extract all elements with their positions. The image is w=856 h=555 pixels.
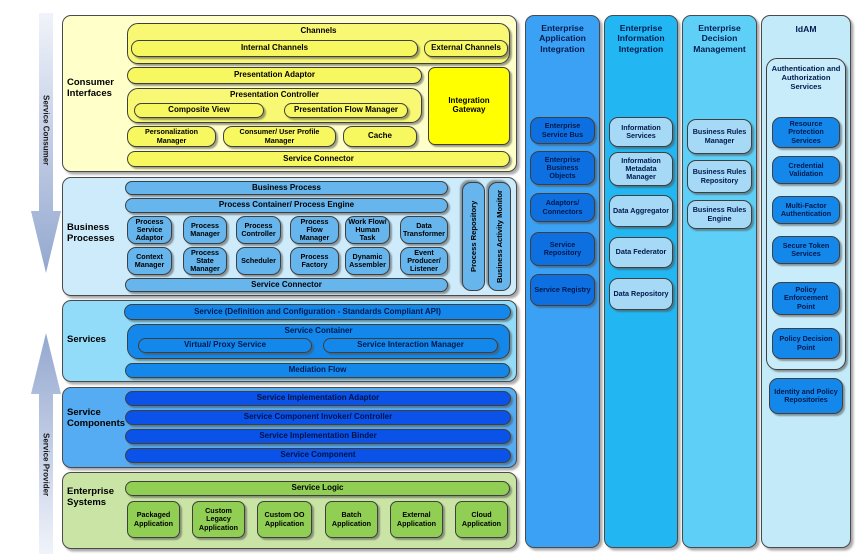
service-component-invoker-controller-bar: Service Component Invoker/ Controller	[125, 410, 511, 425]
service-interaction-manager-box: Service Interaction Manager	[323, 338, 498, 353]
presentation-adaptor-bar: Presentation Adaptor	[127, 67, 422, 84]
service-implementation-binder-bar: Service Implementation Binder	[125, 429, 511, 444]
batch-application-box: Batch Application	[325, 501, 378, 538]
consumer-user-profile-manager-box: Consumer/ User Profile Manager	[223, 126, 336, 147]
enterprise-business-objects-box: Enterprise Business Objects	[530, 151, 595, 185]
business-processes-label: Business Processes	[67, 222, 115, 245]
information-services-box: Information Services	[609, 117, 673, 147]
service-repository-box: Service Repository	[530, 232, 595, 266]
adaptors-connectors-box: Adaptors/ Connectors	[530, 193, 595, 222]
bp-service-connector-bar: Service Connector	[125, 278, 448, 292]
internal-channels-box: Internal Channels	[131, 40, 418, 57]
cache-box: Cache	[343, 126, 417, 147]
business-rules-engine-box: Business Rules Engine	[687, 200, 752, 229]
eii-column-title: Enterprise Information Integration	[617, 23, 665, 54]
virtual-proxy-service-box: Virtual/ Proxy Service	[138, 338, 312, 353]
presentation-flow-manager-box: Presentation Flow Manager	[284, 103, 408, 118]
external-application-box: External Application	[390, 501, 443, 538]
service-registry-box: Service Registry	[530, 274, 595, 306]
process-controller-box: Process Controller	[236, 216, 281, 244]
process-repository-box: Process Repository	[462, 182, 485, 291]
ci-service-connector-bar: Service Connector	[127, 151, 510, 167]
business-rules-repository-box: Business Rules Repository	[687, 160, 752, 193]
process-container-bar: Process Container/ Process Engine	[125, 198, 448, 213]
data-transformer-box: Data Transformer	[400, 216, 448, 244]
custom-oo-application-box: Custom OO Application	[257, 501, 312, 538]
data-federator-box: Data Federator	[609, 237, 673, 268]
business-process-bar: Business Process	[125, 181, 448, 195]
service-consumer-arrow-label: Service Consumer	[41, 94, 51, 166]
integration-gateway-box: Integration Gateway	[428, 67, 510, 145]
policy-enforcement-point-box: Policy Enforcement Point	[772, 282, 840, 315]
resource-protection-services-box: Resource Protection Services	[772, 117, 840, 148]
edm-column	[682, 15, 757, 548]
composite-view-box: Composite View	[134, 103, 264, 118]
auth-services-container-title: Authentication and Authorization Service…	[771, 64, 841, 92]
personalization-manager-box: Personalization Manager	[127, 126, 216, 147]
identity-policy-repositories-box: Identity and Policy Repositories	[769, 378, 843, 414]
service-container-title: Service Container	[284, 326, 353, 335]
process-factory-box: Process Factory	[290, 247, 339, 275]
service-provider-arrow	[31, 333, 61, 554]
service-logic-bar: Service Logic	[125, 481, 510, 496]
edm-column-title: Enterprise Decision Management	[693, 23, 746, 54]
services-label: Services	[67, 334, 107, 345]
work-flow-human-task-box: Work Flow/ Human Task	[345, 216, 390, 244]
service-provider-arrow-label: Service Provider	[41, 433, 51, 497]
idam-column-title: IdAM	[795, 24, 817, 34]
service-component-bar: Service Component	[125, 448, 511, 463]
mediation-flow-bar: Mediation Flow	[125, 363, 510, 378]
event-producer-listener-box: Event Producer/ Listener	[400, 247, 448, 275]
information-metadata-manager-box: Information Metadata Manager	[609, 152, 673, 186]
process-manager-box: Process Manager	[183, 216, 227, 244]
custom-legacy-application-box: Custom Legacy Application	[192, 501, 245, 538]
service-components-label: Service Components	[67, 407, 126, 430]
dynamic-assembler-box: Dynamic Assembler	[345, 247, 390, 275]
business-rules-manager-box: Business Rules Manager	[687, 119, 752, 154]
process-service-adaptor-box: Process Service Adaptor	[127, 216, 172, 244]
consumer-interfaces-label: Consumer Interfaces	[67, 77, 114, 100]
packaged-application-box: Packaged Application	[127, 501, 180, 538]
service-implementation-adaptor-bar: Service Implementation Adaptor	[125, 391, 511, 406]
context-manager-box: Context Manager	[127, 247, 172, 275]
data-aggregator-box: Data Aggregator	[609, 195, 673, 227]
eai-column-title: Enterprise Application Integration	[539, 23, 586, 54]
policy-decision-point-box: Policy Decision Point	[772, 328, 840, 359]
secure-token-services-box: Secure Token Services	[772, 236, 840, 264]
process-state-manager-box: Process State Manager	[183, 247, 227, 275]
cloud-application-box: Cloud Application	[455, 501, 508, 538]
process-flow-manager-box: Process Flow Manager	[290, 216, 339, 244]
enterprise-systems-label: Enterprise Systems	[67, 486, 114, 509]
scheduler-box: Scheduler	[236, 247, 281, 275]
presentation-controller-title: Presentation Controller	[230, 90, 319, 99]
service-api-bar: Service (Definition and Configuration - …	[124, 304, 511, 320]
service-consumer-arrow	[31, 13, 61, 273]
enterprise-service-bus-box: Enterprise Service Bus	[530, 117, 595, 144]
data-repository-box: Data Repository	[609, 278, 673, 310]
multi-factor-authentication-box: Multi-Factor Authentication	[772, 196, 840, 224]
external-channels-box: External Channels	[424, 40, 508, 57]
credential-validation-box: Credential Validation	[772, 156, 840, 184]
channels-title: Channels	[300, 26, 337, 35]
business-activity-monitor-box: Business Activity Monitor	[488, 182, 511, 291]
